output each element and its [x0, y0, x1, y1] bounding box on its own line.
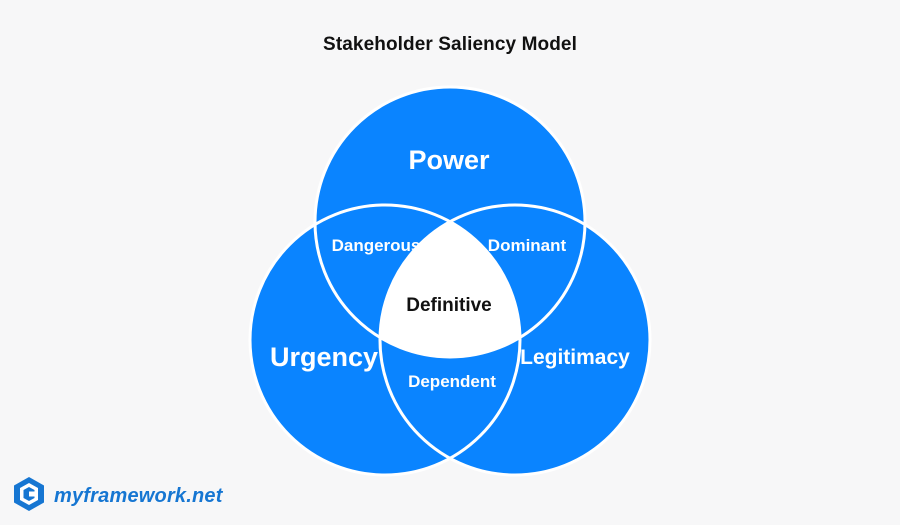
- set-label-legitimacy: Legitimacy: [520, 346, 630, 369]
- outline-legitimacy: [378, 203, 652, 477]
- overlap-label-definitive: Definitive: [406, 295, 492, 316]
- outline-power: [313, 85, 587, 359]
- overlap-label-dependent: Dependent: [408, 372, 496, 391]
- brand-name: myframework.net: [54, 484, 223, 507]
- myframework-logo-icon: [12, 476, 46, 517]
- overlap-label-dominant: Dominant: [488, 236, 567, 255]
- overlap-label-dangerous: Dangerous: [332, 236, 421, 255]
- brand: myframework.net: [12, 476, 223, 517]
- outline-urgency: [248, 203, 522, 477]
- set-label-urgency: Urgency: [270, 342, 378, 372]
- page-title: Stakeholder Saliency Model: [323, 34, 577, 55]
- set-label-power: Power: [408, 145, 490, 175]
